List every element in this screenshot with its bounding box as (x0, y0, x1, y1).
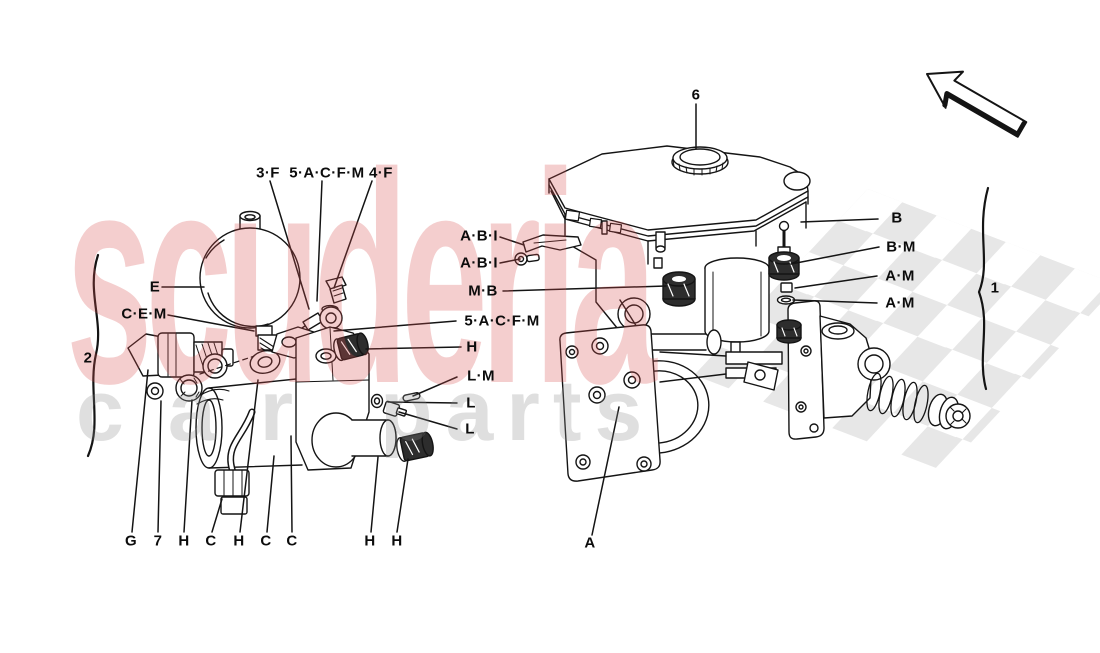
pump-assembly (559, 324, 783, 482)
callout-abi-1: A·B·I (460, 227, 498, 245)
callout-h-1: H (178, 532, 190, 550)
callout-c-3: C (286, 532, 298, 550)
callout-c-1: C (205, 532, 217, 550)
callout-am-2: A·M (885, 294, 915, 312)
callout-1: 1 (990, 279, 1000, 297)
callout-a: A (584, 534, 596, 552)
callout-2: 2 (83, 349, 93, 367)
direction-arrow-icon (926, 70, 1028, 138)
callout-5acfm: 5·A·C·F·M (464, 312, 540, 330)
callout-c-2: C (260, 532, 272, 550)
mounting-bracket (514, 234, 582, 266)
callout-h-4: H (391, 532, 403, 550)
group-brace-right (977, 186, 990, 391)
callout-h-mid: H (466, 338, 478, 356)
leader-lines (131, 103, 880, 536)
callout-3f: 3·F (256, 164, 280, 182)
pump-body-center (617, 257, 722, 355)
callout-6: 6 (691, 86, 701, 104)
abs-hydraulic-unit (195, 326, 434, 515)
callout-lm: L·M (467, 367, 495, 385)
fluid-reservoir (548, 145, 811, 335)
master-cylinder (776, 300, 971, 440)
spring (866, 372, 929, 424)
callout-l-1: L (466, 394, 476, 412)
banjo-fitting (319, 276, 347, 336)
callout-b: B (891, 209, 903, 227)
callout-abi-2: A·B·I (460, 254, 498, 272)
callout-e: E (149, 278, 161, 296)
callout-h-2: H (233, 532, 245, 550)
callout-l-2: L (465, 420, 475, 438)
callout-7: 7 (153, 532, 163, 550)
callout-am-1: A·M (885, 267, 915, 285)
callout-cem: C·E·M (121, 305, 167, 323)
callout-g: G (124, 532, 138, 550)
callout-bm: B·M (886, 238, 916, 256)
pressure-switch (127, 332, 234, 402)
callout-h-3: H (364, 532, 376, 550)
callout-mb: M·B (468, 282, 498, 300)
plunger (927, 393, 971, 430)
grommet-and-fittings (768, 220, 800, 305)
callout-5acfm-4f: 5·A·C·F·M 4·F (289, 164, 393, 182)
group-brace-left (86, 253, 100, 458)
